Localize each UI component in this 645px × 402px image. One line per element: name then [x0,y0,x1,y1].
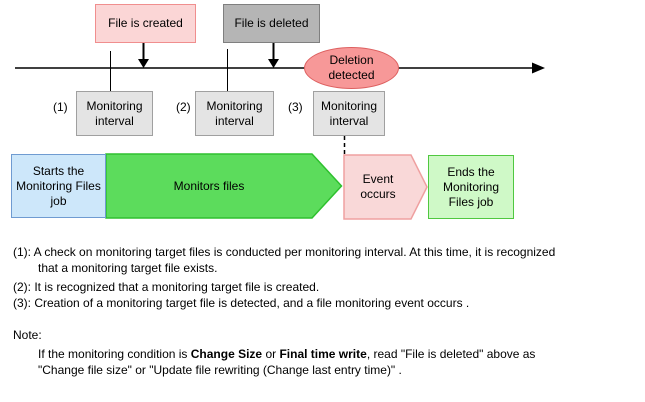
footnote-2: (2): It is recognized that a monitoring … [13,280,320,294]
footnote-1-line-2: that a monitoring target file exists. [38,261,218,275]
note-term-change-size: Change Size [190,347,263,361]
note-line-1-part-5: , read "File is deleted" above as [366,347,536,361]
start-job-box: Starts the Monitoring Files job [11,154,106,218]
monitor-arrow-shape [105,153,343,219]
interval-number-3: (3) [288,100,303,114]
note-line-1-part-3: or [262,347,280,361]
monitoring-interval-label-1: Monitoring interval [86,98,143,128]
monitoring-interval-label-3: Monitoring interval [320,98,378,128]
deleted-arrowhead-icon [268,59,279,68]
file-deleted-label: File is deleted [234,16,309,30]
monitoring-interval-label-2: Monitoring interval [206,98,263,128]
footnote-3: (3): Creation of a monitoring target fil… [13,296,470,310]
note-line-1-part-1: If the monitoring condition is [38,347,191,361]
file-created-label: File is created [108,16,183,30]
event-occurs-label: Event occurs [360,172,396,201]
deletion-detected-ellipse: Deletion detected [304,47,399,89]
start-job-label: Starts the Monitoring Files job [16,163,101,208]
created-arrowhead-icon [138,59,149,68]
monitors-files-label: Monitors files [173,178,245,193]
file-deleted-box: File is deleted [223,4,320,43]
monitoring-interval-box-2: Monitoring interval [195,91,274,136]
interval-number-1: (1) [53,100,68,114]
note-line-2: "Change file size" or "Update file rewri… [38,363,402,377]
timeline-arrowhead-icon [532,62,545,74]
footnote-1-line-1: (1): A check on monitoring target files … [13,245,556,259]
note-term-final-time-write: Final time write [279,347,367,361]
end-job-label: Ends the Monitoring Files job [442,164,500,209]
monitoring-interval-box-1: Monitoring interval [76,91,153,136]
event-pentagon-shape [343,154,428,220]
interval-number-2: (2) [176,100,191,114]
end-job-box: Ends the Monitoring Files job [428,155,514,219]
deletion-detected-label: Deletion detected [328,53,375,82]
note-line-1: If the monitoring condition is Change Si… [38,347,535,362]
note-heading: Note: [13,328,42,342]
monitoring-interval-box-3: Monitoring interval [313,91,385,136]
file-created-box: File is created [95,4,196,43]
